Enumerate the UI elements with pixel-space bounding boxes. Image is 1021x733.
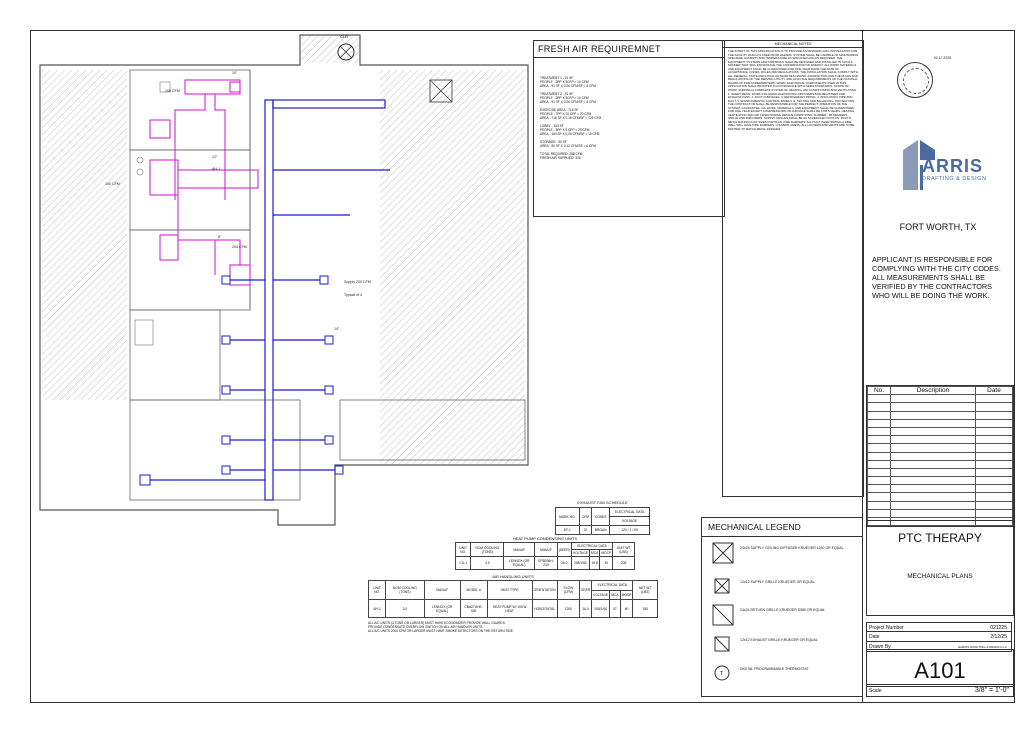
exhaust-fan-symbol xyxy=(337,43,355,61)
condenser-schedule-title: HEAT PUMP CONDENSING UNITS xyxy=(512,536,578,541)
revision-row xyxy=(867,418,1013,428)
city-label: FORT WORTH, TX xyxy=(899,222,977,232)
fresh-air-line: PEOPLE - 5PP X 5 CFP = 25 CFM xyxy=(540,128,590,132)
fresh-air-line: AREA - 50 SF X 0.12 CFM/SF = 6 CFM xyxy=(540,144,596,148)
drawn-by-row: Drawn By HARRIS DRAFTING & DESIGN LLC xyxy=(866,642,1012,652)
fresh-air-line: TREATMENT 2 - 91 SF xyxy=(540,92,574,96)
revision-row xyxy=(867,476,1013,486)
revision-row xyxy=(867,451,1013,461)
fan-label: CLR xyxy=(340,34,348,39)
revision-row xyxy=(867,508,1013,519)
cfm-label-3: 100 CFM xyxy=(105,182,120,186)
hatched-zone-mid xyxy=(300,35,360,63)
legend-item: 24x24 SUPPLY CEILING DIFFUSER KRUEGER 12… xyxy=(708,542,858,568)
svg-text:T: T xyxy=(720,671,723,677)
air-handler-schedule-title: AIR HANDLING UNITS xyxy=(492,574,534,579)
duct-size-12: 12" xyxy=(212,155,218,159)
date-row: Date 2/12/25 xyxy=(866,632,1012,642)
revision-row xyxy=(867,500,1013,510)
thermostat-icon: T xyxy=(714,665,730,681)
rev-col-no: No. xyxy=(867,385,891,396)
fresh-air-line: AREA - 91 SF X 0.06 CFM/SF = 5 CFM xyxy=(540,84,596,88)
exhaust-schedule-title: EXHAUST FAN SCHEDULE xyxy=(577,500,628,505)
legend-title: MECHANICAL LEGEND xyxy=(702,518,862,537)
notes-title: MECHANICAL NOTES xyxy=(723,41,863,48)
legend-item: 24x24 RETURN GRILLE KRUEGER S580 OR EQUA… xyxy=(708,604,858,630)
sheet-number-block: A101 xyxy=(866,649,1014,687)
applicant-note: APPLICANT IS RESPONSIBLE FOR COMPLYING W… xyxy=(872,255,1001,300)
fresh-air-line: LOBBY - 163 SF xyxy=(540,124,564,128)
fresh-air-title: FRESH AIR REQUIREMNET xyxy=(534,41,724,58)
fresh-air-line: TREATMENT 1 - 91 SF xyxy=(540,76,574,80)
fresh-air-line: AREA - 91 SF X 0.06 CFM/SF = 5 CFM xyxy=(540,100,596,104)
notes-body: THE INTENT OF THIS SPECIFICATION IS TO P… xyxy=(728,49,858,132)
drawing-sheet-border xyxy=(30,30,1015,703)
revision-table: No. Description Date xyxy=(866,385,1014,528)
cfm-label-1: 100 CFM xyxy=(165,89,180,93)
mechanical-legend: MECHANICAL LEGEND 24x24 SUPPLY CEILING D… xyxy=(701,517,863,697)
cfm-label-2: 200 CFM xyxy=(232,245,247,249)
hatched-zone-right xyxy=(380,70,525,465)
stamp-date: 02.17.2025 xyxy=(934,56,951,60)
schedule-notes: ALL A/C UNITS (3 TONS OR LARGER) MUST HA… xyxy=(368,621,514,633)
revision-row xyxy=(867,426,1013,437)
revision-row xyxy=(867,459,1013,469)
supply-ductwork xyxy=(149,79,259,286)
revision-row xyxy=(867,402,1013,412)
logo-sub: DRAFTING & DESIGN xyxy=(922,176,987,182)
typ-label: Typical of 4 xyxy=(344,293,362,297)
rev-col-date: Date xyxy=(975,385,1013,396)
scale-row: Scale 3/8" = 1'-0" xyxy=(866,684,1014,697)
fresh-air-line: PEOPLE - 2PP X 5CFP = 10 CFM xyxy=(540,96,589,100)
revision-row xyxy=(867,443,1013,453)
duct-size-14: 14" xyxy=(334,327,340,331)
fresh-air-line: STORAGE - 50 SF xyxy=(540,140,567,144)
duct-size-8: 8" xyxy=(218,235,222,239)
fresh-air-line: FRESH AIR SUPPLIED: 326 xyxy=(540,156,581,160)
legend-item: 12x12 EXHAUST GRILLE KRUEGER OR EQUAL xyxy=(708,634,858,660)
sheet-number: A101 xyxy=(914,658,966,683)
city-stamp-icon xyxy=(897,62,933,98)
supply-grille-icon xyxy=(712,542,734,564)
drawing-name: MECHANICAL PLANS xyxy=(907,573,973,580)
floor-plan: CLR xyxy=(39,34,529,526)
legend-item: 12x12 SUPPLY GRILLE KRUEGER OR EQUAL xyxy=(708,576,858,602)
project-name: PTC THERAPY xyxy=(898,531,982,545)
rev-col-desc: Description xyxy=(890,385,976,396)
supply-label: Supply 200 CFM xyxy=(344,280,371,284)
project-title-block: PTC THERAPY MECHANICAL PLANS xyxy=(866,520,1014,616)
supply-grille-small-icon xyxy=(714,578,730,594)
fresh-air-line: TOTAL REQUIRED: 288 CFM xyxy=(540,152,583,156)
revision-row xyxy=(867,467,1013,478)
project-number-row: Project Number 021225 xyxy=(866,622,1012,632)
fresh-air-line: AREA - 716 SF X 0.18 CFM/SF = 129 CFM xyxy=(540,116,602,120)
mechanical-notes: MECHANICAL NOTES THE INTENT OF THIS SPEC… xyxy=(722,40,864,497)
hatched-zone-left xyxy=(42,70,127,400)
legend-item: T DIGITAL PROGRAMMABLE THERMOSTAT xyxy=(708,663,858,689)
revision-row xyxy=(867,435,1013,445)
fresh-air-line: PEOPLE - 7PP X 10 CFP = 70 CFM xyxy=(540,112,592,116)
revision-row xyxy=(867,484,1013,494)
revision-row xyxy=(867,492,1013,502)
duct-size-10: 10" xyxy=(232,71,238,75)
fresh-air-line: PEOPLE - 2PP X 5CFP = 10 CFM xyxy=(540,80,589,84)
fresh-air-panel: FRESH AIR REQUIREMNET TREATMENT 1 - 91 S… xyxy=(533,40,725,217)
main-ductwork xyxy=(150,99,390,501)
revision-row xyxy=(867,394,1013,404)
return-grille-icon xyxy=(712,604,734,626)
fresh-air-line: EXERCISE AREA - 716 SF xyxy=(540,108,579,112)
logo-name: ARRIS xyxy=(922,156,984,176)
revision-row xyxy=(867,410,1013,420)
condenser-unit xyxy=(429,79,453,103)
title-block-frame xyxy=(862,30,1015,703)
revision-row xyxy=(867,516,1013,527)
exhaust-grille-icon xyxy=(714,636,730,652)
ah-label: AH-1 xyxy=(212,167,220,171)
fresh-air-line: AREA - 163 SF X 0.06 CFM/SF = 10 CFM xyxy=(540,132,600,136)
